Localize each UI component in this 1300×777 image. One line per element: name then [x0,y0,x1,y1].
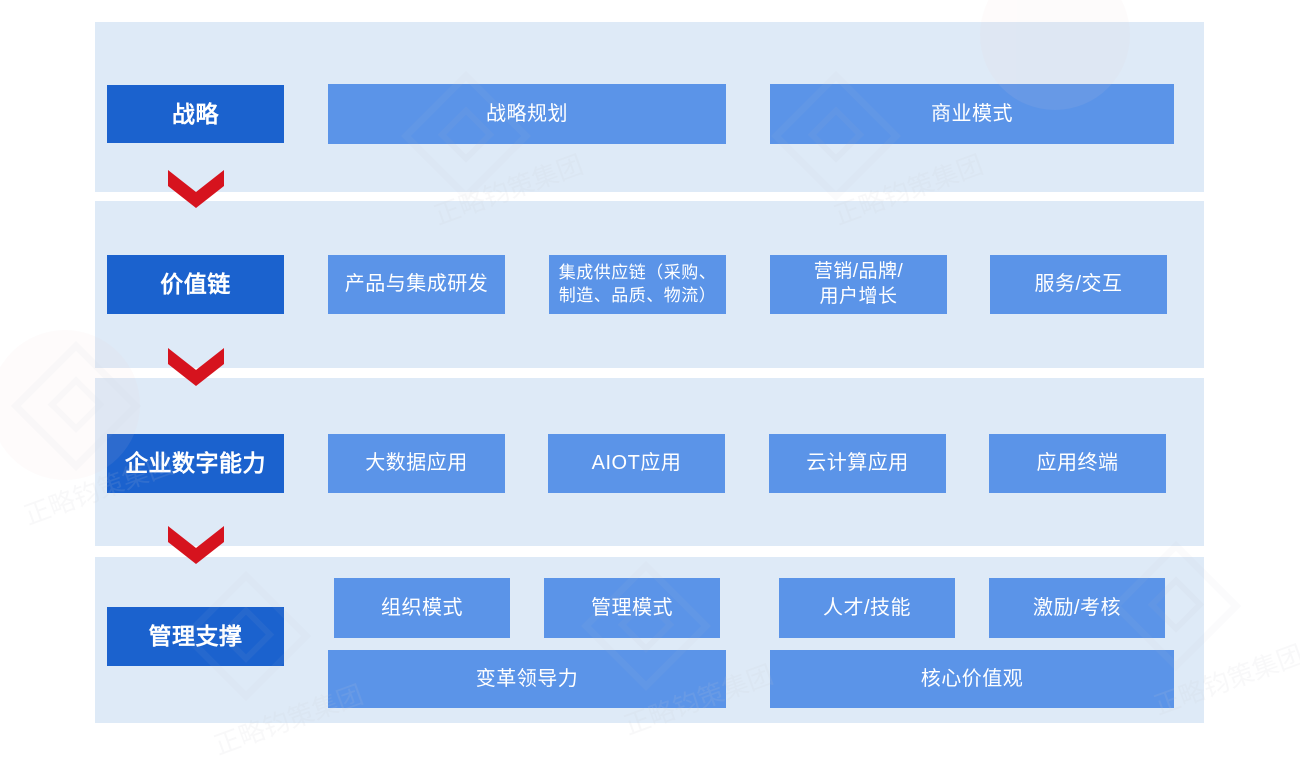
item-change-leadership[interactable]: 变革领导力 [328,650,726,708]
row-header-management-support[interactable]: 管理支撑 [107,607,284,666]
item-integrated-supply-chain[interactable]: 集成供应链（采购、 制造、品质、物流） [549,255,726,314]
chevron-down-icon [168,348,224,386]
item-talent-skills[interactable]: 人才/技能 [779,578,955,638]
item-core-values[interactable]: 核心价值观 [770,650,1174,708]
item-business-model[interactable]: 商业模式 [770,84,1174,144]
item-big-data-application[interactable]: 大数据应用 [328,434,505,493]
item-service-interaction[interactable]: 服务/交互 [990,255,1167,314]
item-incentive-assessment[interactable]: 激励/考核 [989,578,1165,638]
row-header-strategy[interactable]: 战略 [107,85,284,143]
chevron-down-icon [168,170,224,208]
item-cloud-computing-application[interactable]: 云计算应用 [769,434,946,493]
item-management-model[interactable]: 管理模式 [544,578,720,638]
item-aiot-application[interactable]: AIOT应用 [548,434,725,493]
item-strategy-planning[interactable]: 战略规划 [328,84,726,144]
row-header-value-chain[interactable]: 价值链 [107,255,284,314]
item-product-rd[interactable]: 产品与集成研发 [328,255,505,314]
item-marketing-brand-growth[interactable]: 营销/品牌/ 用户增长 [770,255,947,314]
item-application-terminal[interactable]: 应用终端 [989,434,1166,493]
chevron-down-icon [168,526,224,564]
item-organization-model[interactable]: 组织模式 [334,578,510,638]
row-header-digital-capability[interactable]: 企业数字能力 [107,434,284,493]
